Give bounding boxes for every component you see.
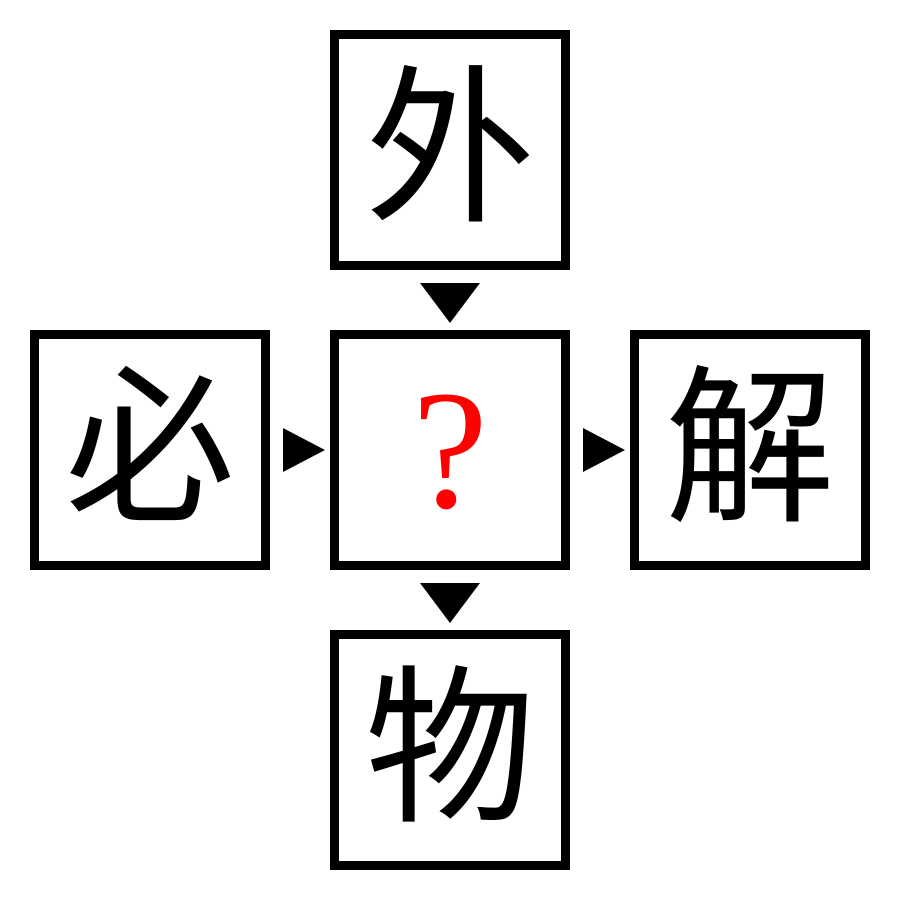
top-kanji: 外: [364, 51, 535, 249]
arrow-right-icon: [583, 428, 625, 472]
bottom-kanji-cell: 物: [330, 630, 570, 870]
right-kanji-cell: 解: [630, 330, 870, 570]
right-kanji: 解: [664, 351, 835, 549]
arrow-down-icon: [420, 283, 480, 323]
arrow-down-icon: [420, 583, 480, 623]
left-kanji-cell: 必: [30, 330, 270, 570]
left-kanji: 必: [64, 351, 235, 549]
top-kanji-cell: 外: [330, 30, 570, 270]
arrow-right-icon: [283, 428, 325, 472]
bottom-kanji: 物: [364, 651, 535, 849]
answer-cell[interactable]: ?: [330, 330, 570, 570]
question-mark: ?: [412, 356, 488, 544]
